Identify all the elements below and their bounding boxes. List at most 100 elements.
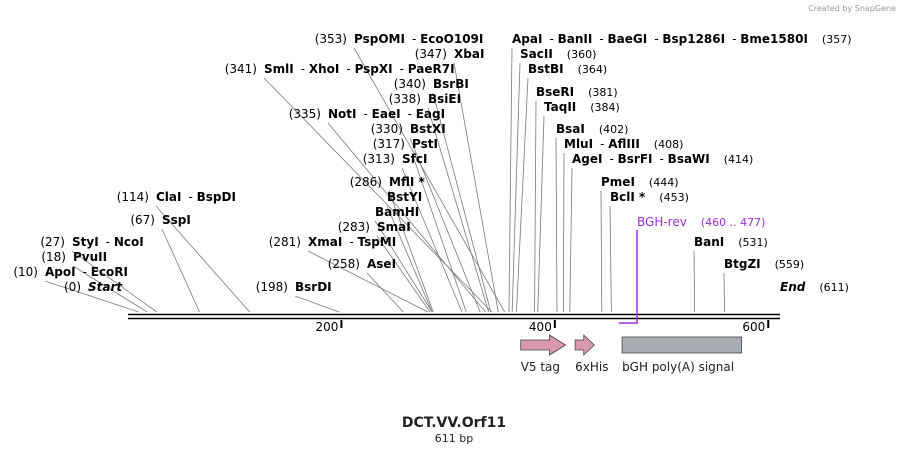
site-label-start[interactable]: Start bbox=[88, 280, 123, 294]
site-smli[interactable]: SmlI- XhoI- PspXI- PaeR7I (341) bbox=[225, 62, 455, 76]
site-coord: (402) bbox=[599, 123, 629, 136]
site-bsiei[interactable]: BsiEI (338) bbox=[389, 92, 461, 106]
site-label-bcli[interactable]: BclI *(453) bbox=[610, 190, 689, 204]
site-coord: (335) bbox=[289, 107, 321, 121]
site-pspomi[interactable]: PspOMI- EcoO109I(353) bbox=[315, 32, 484, 46]
site-label-clai[interactable]: ClaI- BspDI bbox=[156, 190, 236, 204]
site-label-taqii[interactable]: TaqII(384) bbox=[544, 100, 620, 114]
site-apoi[interactable]: ApoI- EcoRI(10) bbox=[13, 265, 128, 279]
enzyme-name: SfcI bbox=[402, 152, 427, 166]
site-bsai[interactable]: BsaI(402) bbox=[556, 122, 628, 136]
primer-bgh-rev[interactable]: BGH-rev(460 .. 477) bbox=[618, 215, 766, 324]
site-taqii[interactable]: TaqII(384) bbox=[544, 100, 620, 114]
site-coord: (338) bbox=[389, 92, 421, 106]
enzyme-name: SacII bbox=[520, 47, 553, 61]
site-label-xbai[interactable]: XbaI bbox=[454, 47, 484, 61]
site-noti[interactable]: NotI- EaeI- EagI (335) bbox=[289, 107, 445, 121]
enzyme-name: BsrBI bbox=[433, 77, 469, 91]
enzyme-name: SmlI bbox=[264, 62, 294, 76]
site-clai[interactable]: ClaI- BspDI(114) bbox=[117, 190, 236, 204]
site-sacii[interactable]: SacII(360) bbox=[520, 47, 596, 61]
site-leader-line bbox=[555, 137, 558, 313]
site-xbai[interactable]: XbaI(347) bbox=[415, 47, 485, 61]
site-psti[interactable]: PstI(317) bbox=[373, 137, 438, 151]
site-label-sacii[interactable]: SacII(360) bbox=[520, 47, 596, 61]
enzyme-name: AflIII bbox=[608, 137, 640, 151]
site-agei[interactable]: AgeI- BsrFI- BsaWI(414) bbox=[572, 152, 753, 166]
site-sfci[interactable]: SfcI (313) bbox=[363, 152, 428, 166]
primer-label[interactable]: BGH-rev(460 .. 477) bbox=[637, 215, 765, 229]
site-label-bsai[interactable]: BsaI(402) bbox=[556, 122, 628, 136]
site-coord: (313) bbox=[363, 152, 395, 166]
name-separator: - bbox=[732, 32, 740, 46]
site-xmai[interactable]: XmaI- TspMI(281) bbox=[269, 235, 397, 249]
site-label-psti[interactable]: PstI bbox=[412, 137, 438, 151]
site-label-end[interactable]: End(611) bbox=[780, 280, 849, 294]
site-bcli[interactable]: BclI *(453) bbox=[610, 190, 689, 204]
site-bsrbi[interactable]: BsrBI(340) bbox=[394, 77, 469, 91]
site-leader-line bbox=[600, 190, 603, 313]
site-label-pspomi[interactable]: PspOMI- EcoO109I bbox=[354, 32, 483, 46]
site-bseri[interactable]: BseRI(381) bbox=[536, 85, 618, 99]
site-apai[interactable]: ApaI- BanII- BaeGI- Bsp1286I- Bme1580I(3… bbox=[512, 32, 852, 46]
site-label-smai[interactable]: SmaI bbox=[377, 220, 411, 234]
name-separator: - bbox=[549, 32, 557, 46]
site-coord: (453) bbox=[659, 191, 689, 204]
site-btgzi[interactable]: BtgZI(559) bbox=[724, 257, 804, 271]
site-label-asei[interactable]: AseI bbox=[367, 257, 396, 271]
site-smai[interactable]: SmaI (283) bbox=[338, 220, 411, 234]
site-label-sfci[interactable]: SfcI bbox=[402, 152, 427, 166]
site-label-smli[interactable]: SmlI- XhoI- PspXI- PaeR7I bbox=[264, 62, 455, 76]
enzyme-name: BsrDI bbox=[295, 280, 332, 294]
feature-bgh-poly-a-signal[interactable]: bGH poly(A) signal bbox=[621, 336, 742, 374]
site-mfli[interactable]: MflI *(286) bbox=[350, 175, 426, 189]
site-bstxi[interactable]: BstXI(330) bbox=[371, 122, 446, 136]
site-label-noti[interactable]: NotI- EaeI- EagI bbox=[328, 107, 445, 121]
site-pmei[interactable]: PmeI(444) bbox=[601, 175, 679, 189]
enzyme-name: MluI bbox=[564, 137, 593, 151]
site-label-pmei[interactable]: PmeI(444) bbox=[601, 175, 679, 189]
site-asei[interactable]: AseI(258) bbox=[328, 257, 396, 271]
site-label-sspi[interactable]: SspI bbox=[162, 213, 191, 227]
site-label-bamhi[interactable]: BamHI bbox=[375, 205, 419, 219]
site-label-apoi[interactable]: ApoI- EcoRI bbox=[45, 265, 128, 279]
site-label-bani[interactable]: BanI(531) bbox=[694, 235, 768, 249]
site-bstyi[interactable]: BstYI bbox=[387, 190, 422, 204]
site-coord: (341) bbox=[225, 62, 257, 76]
site-mlui[interactable]: MluI- AflIII(408) bbox=[564, 137, 683, 151]
site-coord: (283) bbox=[338, 220, 370, 234]
site-end[interactable]: End(611) bbox=[780, 280, 849, 294]
site-label-bsrbi[interactable]: BsrBI bbox=[433, 77, 469, 91]
site-start[interactable]: Start(0) bbox=[64, 280, 123, 294]
site-label-bseri[interactable]: BseRI(381) bbox=[536, 85, 618, 99]
site-label-bstxi[interactable]: BstXI bbox=[410, 122, 446, 136]
site-label-mfli[interactable]: MflI * bbox=[389, 175, 425, 189]
site-coord: (18) bbox=[41, 250, 66, 264]
site-label-bstyi[interactable]: BstYI bbox=[387, 190, 422, 204]
enzyme-name: BaeGI bbox=[607, 32, 647, 46]
site-label-pvuii[interactable]: PvuII bbox=[73, 250, 107, 264]
site-label-xmai[interactable]: XmaI- TspMI bbox=[308, 235, 396, 249]
site-styi[interactable]: StyI- NcoI(27) bbox=[40, 235, 143, 249]
site-label-styi[interactable]: StyI- NcoI bbox=[72, 235, 144, 249]
tick-label: 400 bbox=[529, 320, 552, 334]
site-leader-line bbox=[453, 62, 499, 313]
site-leader-line bbox=[411, 152, 467, 313]
site-label-btgzi[interactable]: BtgZI(559) bbox=[724, 257, 804, 271]
feature-v5-tag[interactable]: V5 tag bbox=[520, 334, 567, 374]
site-pvuii[interactable]: PvuII (18) bbox=[41, 250, 107, 264]
site-label-mlui[interactable]: MluI- AflIII(408) bbox=[564, 137, 683, 151]
site-label-bsiei[interactable]: BsiEI bbox=[428, 92, 461, 106]
site-label-apai[interactable]: ApaI- BanII- BaeGI- Bsp1286I- Bme1580I(3… bbox=[512, 32, 852, 46]
site-bani[interactable]: BanI(531) bbox=[694, 235, 768, 249]
name-separator: - bbox=[599, 32, 607, 46]
site-label-bsrdi[interactable]: BsrDI bbox=[295, 280, 332, 294]
site-sspi[interactable]: SspI(67) bbox=[130, 213, 190, 227]
site-bstbi[interactable]: BstBI(364) bbox=[528, 62, 607, 76]
site-bsrdi[interactable]: BsrDI(198) bbox=[256, 280, 332, 294]
site-label-agei[interactable]: AgeI- BsrFI- BsaWI(414) bbox=[572, 152, 753, 166]
feature-6xhis[interactable]: 6xHis bbox=[574, 334, 608, 374]
site-label-bstbi[interactable]: BstBI(364) bbox=[528, 62, 607, 76]
site-bamhi[interactable]: BamHI bbox=[375, 205, 419, 219]
